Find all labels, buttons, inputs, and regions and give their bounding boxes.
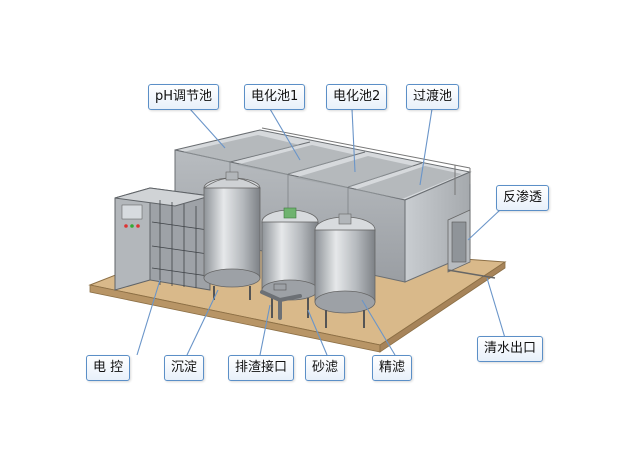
- fine-filter-tank: [314, 213, 376, 328]
- control-cabinet: [114, 187, 211, 291]
- sand-filter-tank: [261, 207, 319, 318]
- label-transition-tank: 过渡池: [406, 84, 460, 110]
- leader-lines: [136, 108, 506, 356]
- label-fine-filter: 精滤: [372, 355, 413, 381]
- label-sand-filter: 砂滤: [305, 355, 346, 381]
- label-electro-tank-1: 电化池1: [244, 84, 306, 110]
- label-ph-tank: pH调节池: [148, 84, 220, 110]
- sedimentation-tank: [203, 171, 261, 300]
- label-clean-water-outlet: 清水出口: [477, 336, 544, 362]
- label-sludge-outlet: 排渣接口: [228, 355, 295, 381]
- label-electro-tank-2: 电化池2: [326, 84, 388, 110]
- sludge-outlet-pipe: [260, 283, 302, 320]
- reverse-osmosis-unit: [447, 209, 496, 279]
- label-reverse-osmosis: 反渗透: [496, 185, 550, 211]
- label-sedimentation: 沉淀: [164, 355, 205, 381]
- label-electric-control: 电 控: [86, 355, 131, 381]
